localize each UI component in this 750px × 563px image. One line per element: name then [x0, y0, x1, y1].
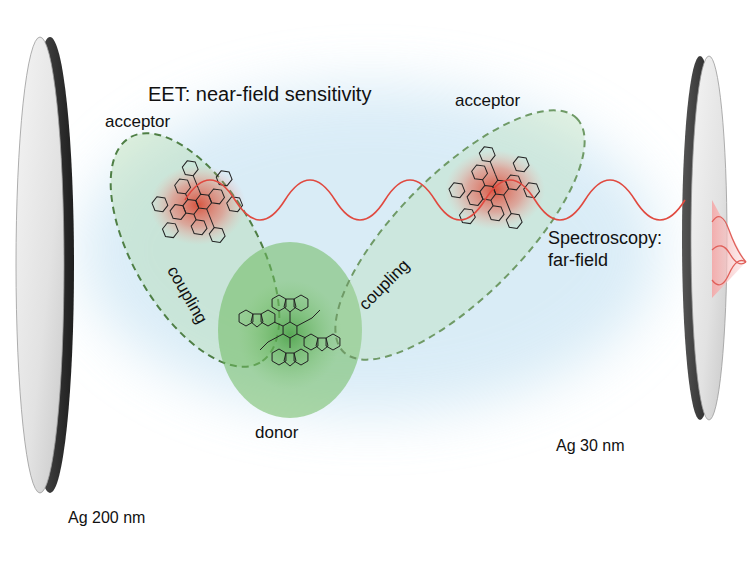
region-label: acceptor — [105, 112, 170, 132]
spectroscopy-label: Spectroscopy: far-field — [548, 228, 688, 271]
donor-molecule — [239, 295, 340, 366]
acceptor-molecule — [142, 148, 252, 261]
acceptor-excitation — [445, 150, 545, 230]
photon-wave — [185, 180, 685, 220]
acceptor-molecule — [439, 134, 549, 247]
output-beam — [712, 200, 746, 298]
mirror-label: Ag 200 nm — [68, 508, 145, 527]
heading-label: EET: near-field sensitivity — [148, 82, 371, 106]
donor-excitation — [238, 280, 342, 390]
mirror-label: Ag 30 nm — [556, 436, 624, 455]
region-label: acceptor — [455, 91, 520, 111]
left-silver-mirror — [16, 37, 74, 493]
region-label: donor — [255, 423, 298, 443]
